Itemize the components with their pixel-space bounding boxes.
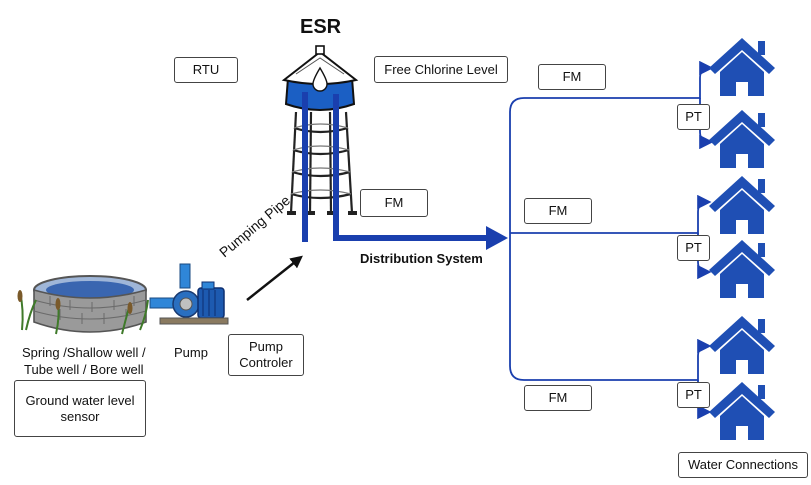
pt-mid-box: PT: [677, 235, 710, 261]
pump-controller-box: Pump Controler: [228, 334, 304, 376]
fm-mid-label: FM: [548, 203, 568, 218]
fm-bottom-label: FM: [548, 390, 568, 405]
distribution-network: [509, 60, 714, 420]
ground-water-sensor-line2: sensor: [60, 408, 100, 424]
water-connections-box: Water Connections: [678, 452, 808, 478]
distribution-system-label: Distribution System: [360, 251, 483, 266]
well-icon: [17, 275, 149, 335]
free-chlorine-label: Free Chlorine Level: [384, 61, 498, 77]
fm-top-box: FM: [538, 64, 606, 90]
pump-controller-line2: Controler: [239, 355, 293, 370]
pump-icon: [149, 263, 229, 325]
source-label-line2: Tube well / Bore well: [24, 362, 144, 377]
fm-top-label: FM: [562, 69, 582, 84]
diagram-title: ESR: [300, 16, 342, 38]
pt-bottom-label: PT: [685, 387, 702, 402]
pt-mid-label: PT: [685, 240, 702, 255]
pt-bottom-box: PT: [677, 382, 710, 408]
free-chlorine-box: Free Chlorine Level: [374, 56, 508, 83]
house-icon: [709, 38, 775, 96]
fm-bottom-box: FM: [524, 385, 592, 411]
water-tower-icon: [281, 45, 359, 215]
pump-controller-line1: Pump: [249, 339, 283, 354]
house-icon: [709, 176, 775, 234]
source-label-line1: Spring /Shallow well /: [22, 345, 146, 360]
pt-top-label: PT: [685, 109, 702, 124]
source-label: Spring /Shallow well / Tube well / Bore …: [22, 344, 146, 378]
house-icon: [709, 382, 775, 440]
ground-water-sensor-box: Ground water level sensor: [14, 380, 146, 437]
rtu-label: RTU: [192, 62, 220, 77]
pump-label: Pump: [174, 345, 208, 360]
ground-water-sensor-line1: Ground water level: [25, 392, 135, 408]
outlet-pipe: [333, 94, 488, 241]
house-icon: [709, 316, 775, 374]
houses: [709, 38, 775, 440]
pumping-pipe-arrow: [246, 255, 303, 301]
rtu-box: RTU: [174, 57, 238, 83]
house-icon: [709, 110, 775, 168]
fm-mid-box: FM: [524, 198, 592, 224]
pt-top-box: PT: [677, 104, 710, 130]
water-drop-icon: [312, 66, 328, 92]
fm-tower-box: FM: [360, 189, 428, 217]
house-icon: [709, 240, 775, 298]
inlet-pipe: [302, 92, 308, 242]
water-connections-label: Water Connections: [687, 457, 799, 472]
distribution-arrowhead: [486, 226, 508, 250]
fm-tower-label: FM: [384, 195, 404, 210]
